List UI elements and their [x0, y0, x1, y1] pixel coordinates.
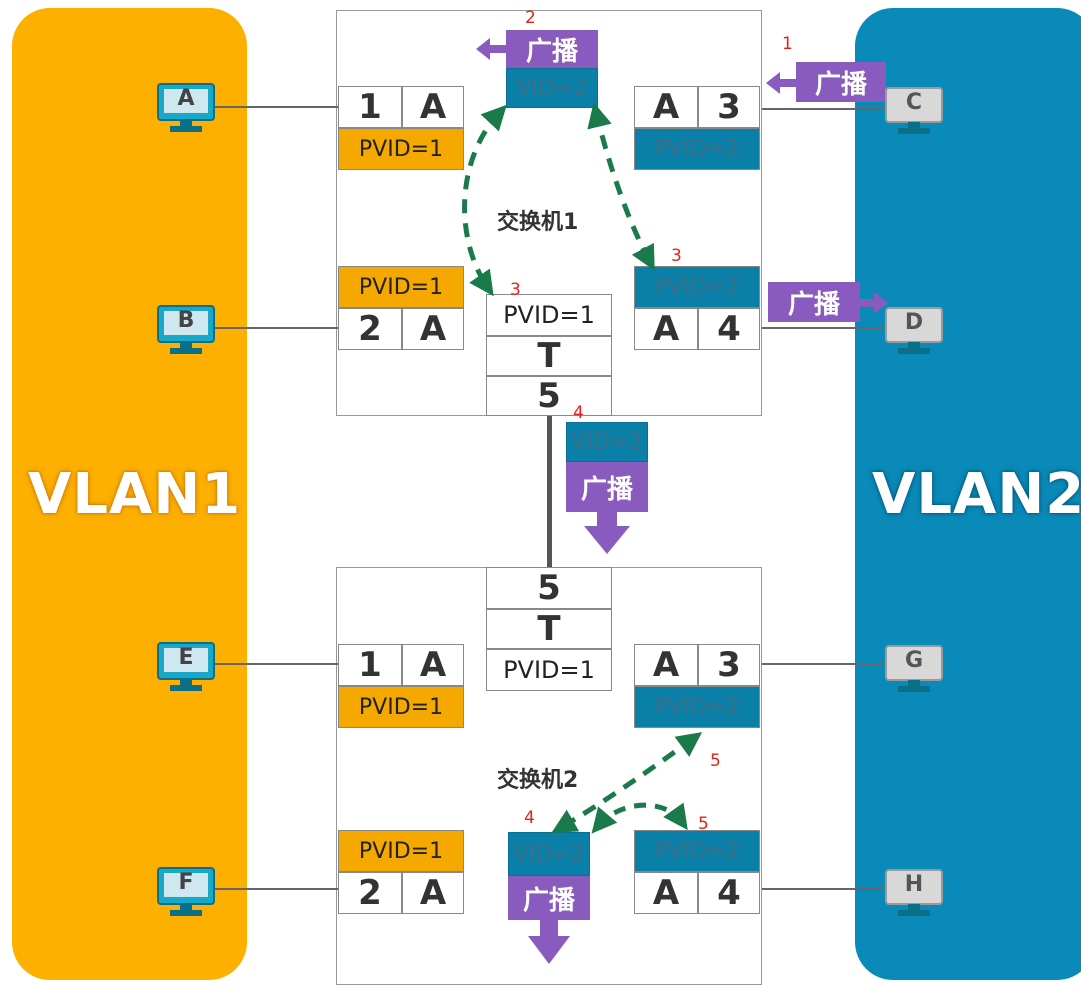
wire-c [762, 108, 890, 110]
sw1-port2-pvid: PVID=1 [338, 266, 464, 308]
sw1-port2-number: 2 [338, 308, 402, 350]
host-h-label: H [904, 872, 924, 897]
wire-d [762, 327, 890, 329]
trunk-link [547, 416, 552, 568]
left-arrow-icon [766, 72, 798, 94]
step-label: 3 [671, 246, 682, 266]
sw1-port4-number: 4 [698, 308, 760, 350]
step-label: 4 [573, 403, 584, 423]
vid-tag-sw1: VID=2 [506, 68, 598, 108]
sw1-port4-pvid: PVID=2 [634, 266, 760, 308]
sw2-port2-number: 2 [338, 872, 402, 914]
path-sw2-up [551, 732, 703, 833]
computer-icon-host-d [882, 306, 946, 358]
host-g-label: G [904, 648, 924, 673]
left-arrow-icon [476, 38, 508, 60]
vlan2-label: VLAN2 [872, 462, 1081, 527]
computer-icon-host-a [154, 82, 218, 134]
wire-e [208, 663, 338, 665]
sw1-port2-mode: A [402, 308, 464, 350]
step-label: 5 [710, 751, 721, 771]
path-sw1-right [587, 102, 655, 271]
broadcast-frame-c: 广播 [796, 62, 886, 102]
host-d-label: D [904, 310, 924, 335]
host-c-label: C [905, 90, 923, 115]
host-e-label: E [178, 645, 194, 670]
sw1-port1-mode: A [402, 86, 464, 128]
broadcast-frame-sw2: 广播 [508, 876, 590, 920]
wire-f [208, 888, 338, 890]
computer-icon-host-c [882, 86, 946, 138]
down-arrow-icon [528, 918, 570, 964]
broadcast-frame-sw1: 广播 [506, 30, 598, 68]
wire-g [762, 663, 890, 665]
wire-h [762, 888, 890, 890]
sw2-trunk-mode: T [486, 609, 612, 649]
right-arrow-icon [858, 292, 888, 314]
computer-icon-host-h [882, 868, 946, 920]
sw1-trunk-number: 5 [486, 376, 612, 416]
computer-icon-host-f [154, 866, 218, 918]
broadcast-frame-d: 广播 [768, 282, 860, 322]
sw2-port1-pvid: PVID=1 [338, 686, 464, 728]
sw1-trunk-pvid: PVID=1 [486, 294, 612, 336]
sw2-port3-mode: A [634, 644, 698, 686]
sw2-port4-number: 4 [698, 872, 760, 914]
vlan1-label: VLAN1 [28, 462, 242, 527]
computer-icon-host-b [154, 304, 218, 356]
down-arrow-icon [584, 510, 630, 554]
vlan1-zone [12, 8, 247, 980]
path-sw1-left [462, 104, 507, 297]
sw1-port3-pvid: PVID=2 [634, 128, 760, 170]
sw2-port2-pvid: PVID=1 [338, 830, 464, 872]
sw2-trunk-pvid: PVID=1 [486, 649, 612, 691]
computer-icon-host-g [882, 644, 946, 696]
wire-b [208, 327, 338, 329]
host-b-label: B [177, 308, 195, 333]
host-a-label: A [177, 86, 195, 111]
step-label: 5 [698, 814, 709, 834]
sw1-port4-mode: A [634, 308, 698, 350]
sw1-port1-number: 1 [338, 86, 402, 128]
step-label: 4 [524, 808, 535, 828]
vlan2-zone [855, 8, 1081, 980]
sw2-port4-mode: A [634, 872, 698, 914]
sw1-port3-number: 3 [698, 86, 760, 128]
sw2-port3-number: 3 [698, 644, 760, 686]
switch1-name: 交换机1 [497, 210, 579, 235]
host-f-label: F [178, 870, 194, 895]
computer-icon-host-e [154, 641, 218, 693]
step-label: 1 [782, 34, 793, 54]
sw2-port3-pvid: PVID=2 [634, 686, 760, 728]
step-label: 2 [525, 8, 536, 28]
vid-tag-sw2: VID=2 [508, 832, 590, 876]
sw2-port2-mode: A [402, 872, 464, 914]
sw1-trunk-mode: T [486, 336, 612, 376]
vid-tag-trunk: VID=2 [566, 422, 648, 462]
sw1-port1-pvid: PVID=1 [338, 128, 464, 170]
step-label: 3 [510, 280, 521, 300]
sw2-trunk-number: 5 [486, 567, 612, 609]
broadcast-frame-trunk: 广播 [566, 462, 648, 512]
sw2-port1-mode: A [402, 644, 464, 686]
wire-a [208, 106, 338, 108]
sw2-port1-number: 1 [338, 644, 402, 686]
path-sw2-arc [591, 802, 688, 834]
